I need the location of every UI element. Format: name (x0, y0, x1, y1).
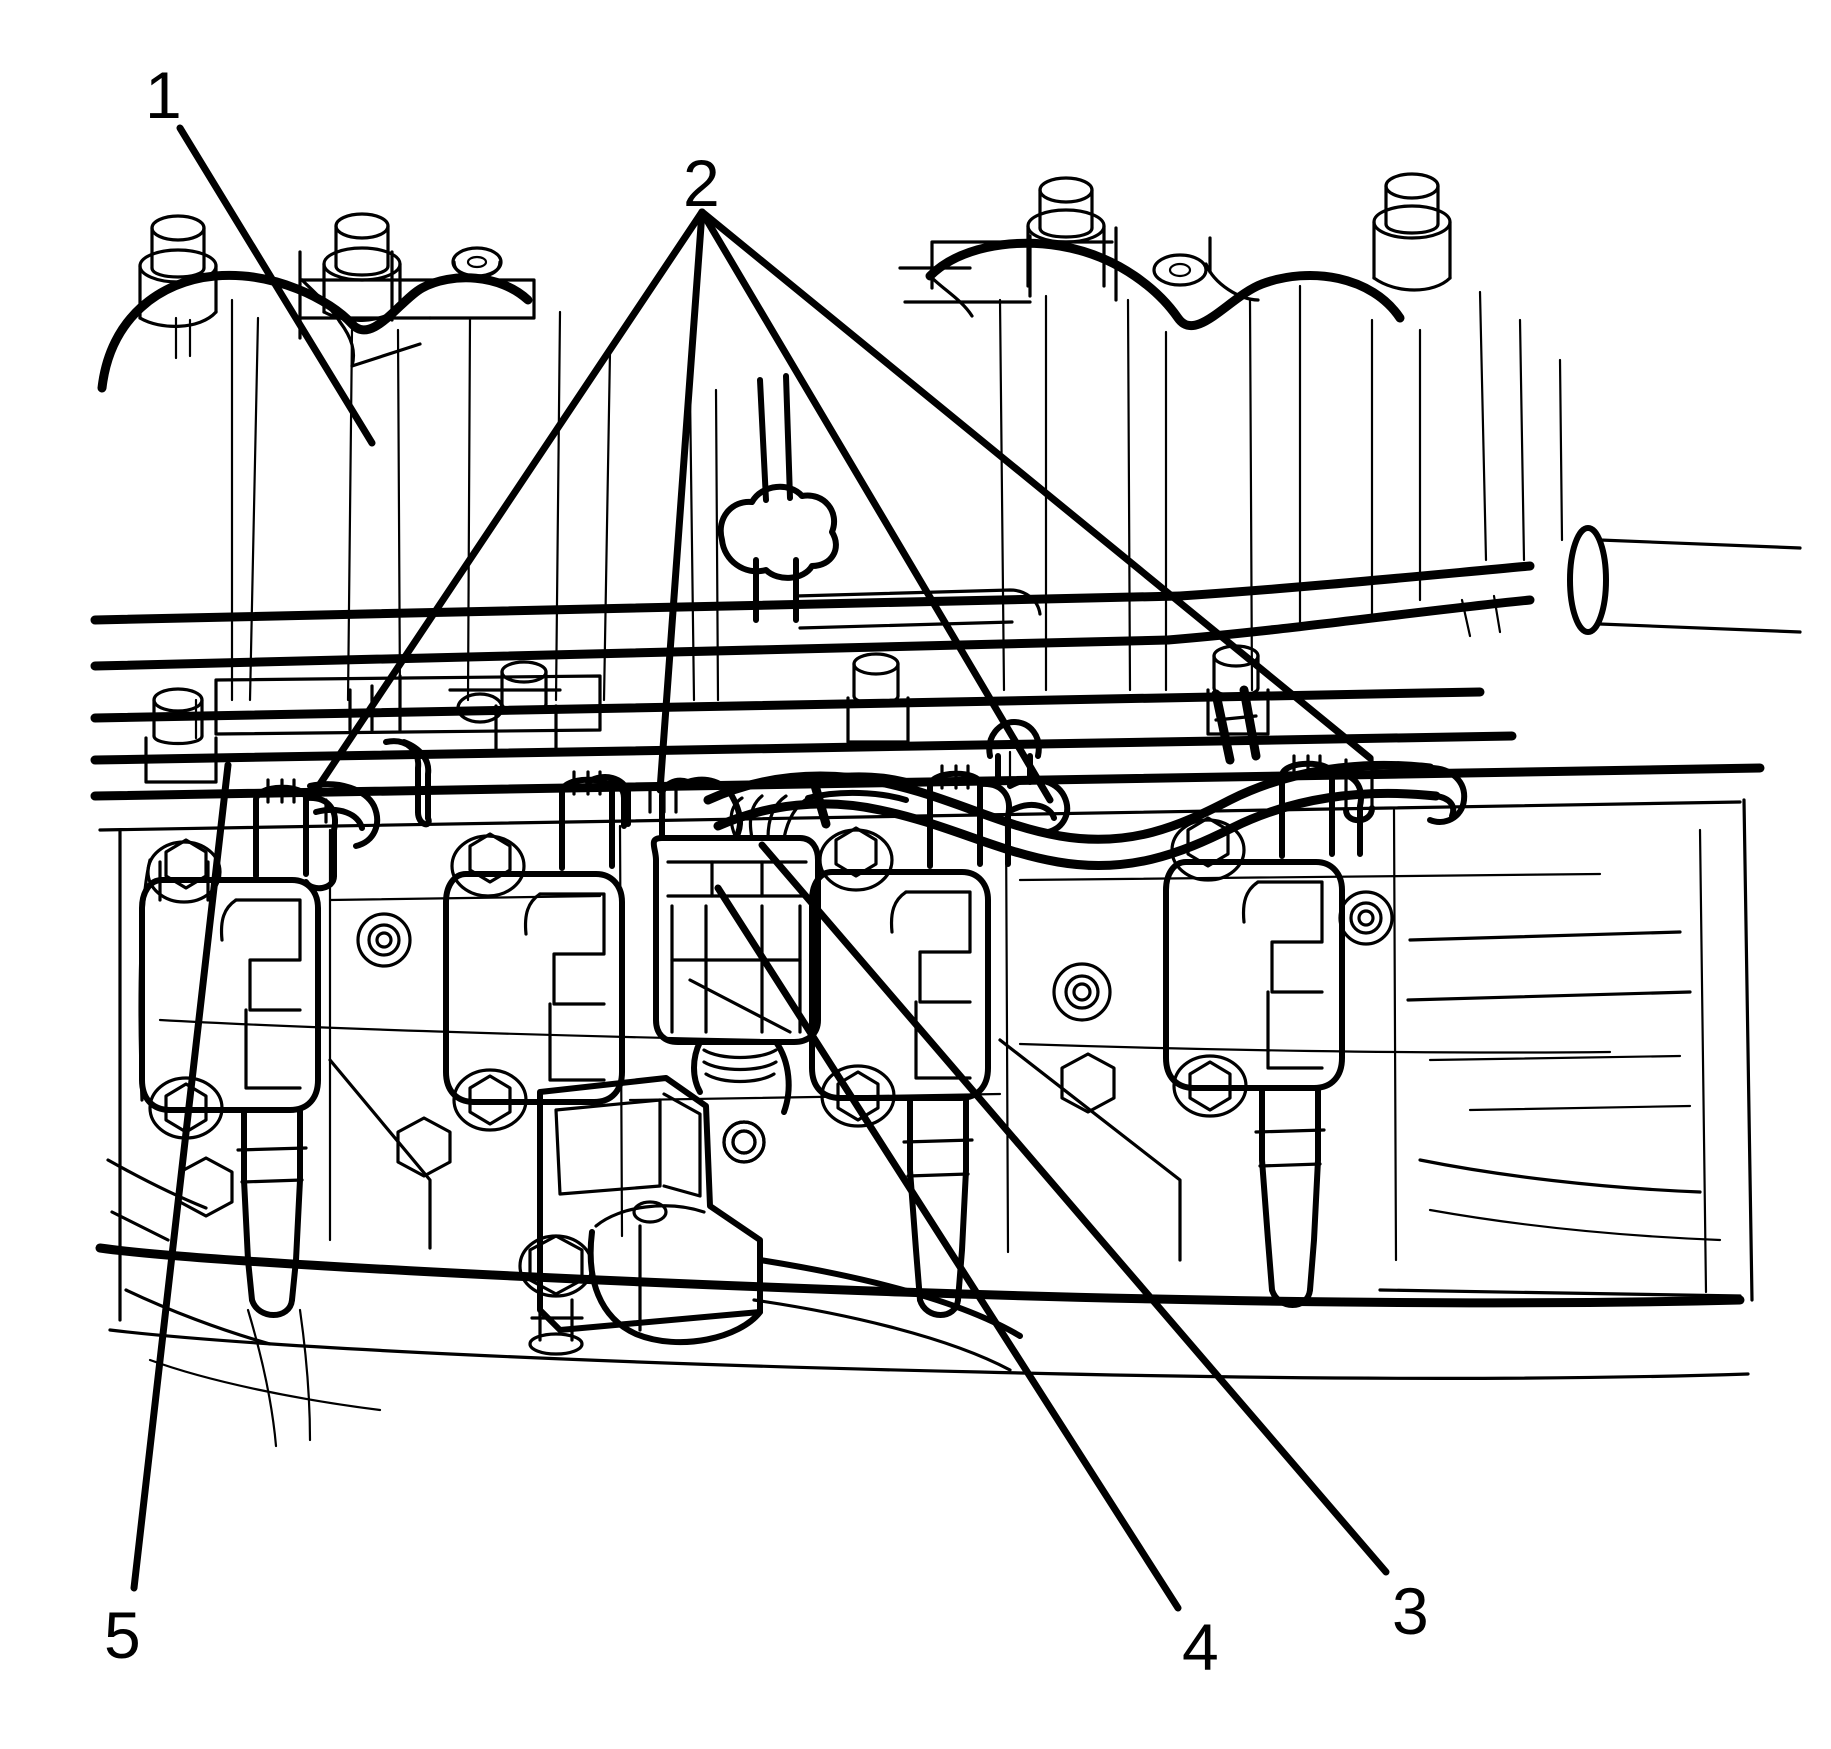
callout-label-3: 3 (1392, 1574, 1429, 1648)
callout-leader-lines (130, 124, 1390, 1612)
harness-connector-center (648, 772, 919, 1115)
callout-4-leader-0 (714, 884, 1182, 1612)
intake-manifold-group (97, 172, 1564, 702)
callout-2-leader-1 (656, 208, 706, 794)
lower-detail (106, 930, 1742, 1448)
wiring-harness (307, 685, 1468, 871)
callout-2-leader-0 (312, 208, 706, 794)
callout-label-5: 5 (104, 1598, 141, 1672)
callout-5-leader-0 (130, 761, 232, 1592)
ignition-coil-1 (139, 778, 338, 1318)
casting-boss (356, 912, 412, 968)
thermostat-housing (518, 1075, 1023, 1372)
callout-label-4: 4 (1182, 1610, 1219, 1684)
callout-2-leader-2 (698, 208, 1054, 804)
ignition-coil-4 (1163, 754, 1364, 1308)
callout-label-2: 2 (683, 146, 720, 220)
casting-boss (1338, 890, 1394, 946)
callout-label-1: 1 (145, 58, 182, 132)
callout-1-leader-0 (176, 124, 376, 447)
callout-3-leader-0 (758, 841, 1390, 1576)
casting-boss (1052, 962, 1112, 1022)
callout-2-leader-3 (698, 208, 1374, 762)
